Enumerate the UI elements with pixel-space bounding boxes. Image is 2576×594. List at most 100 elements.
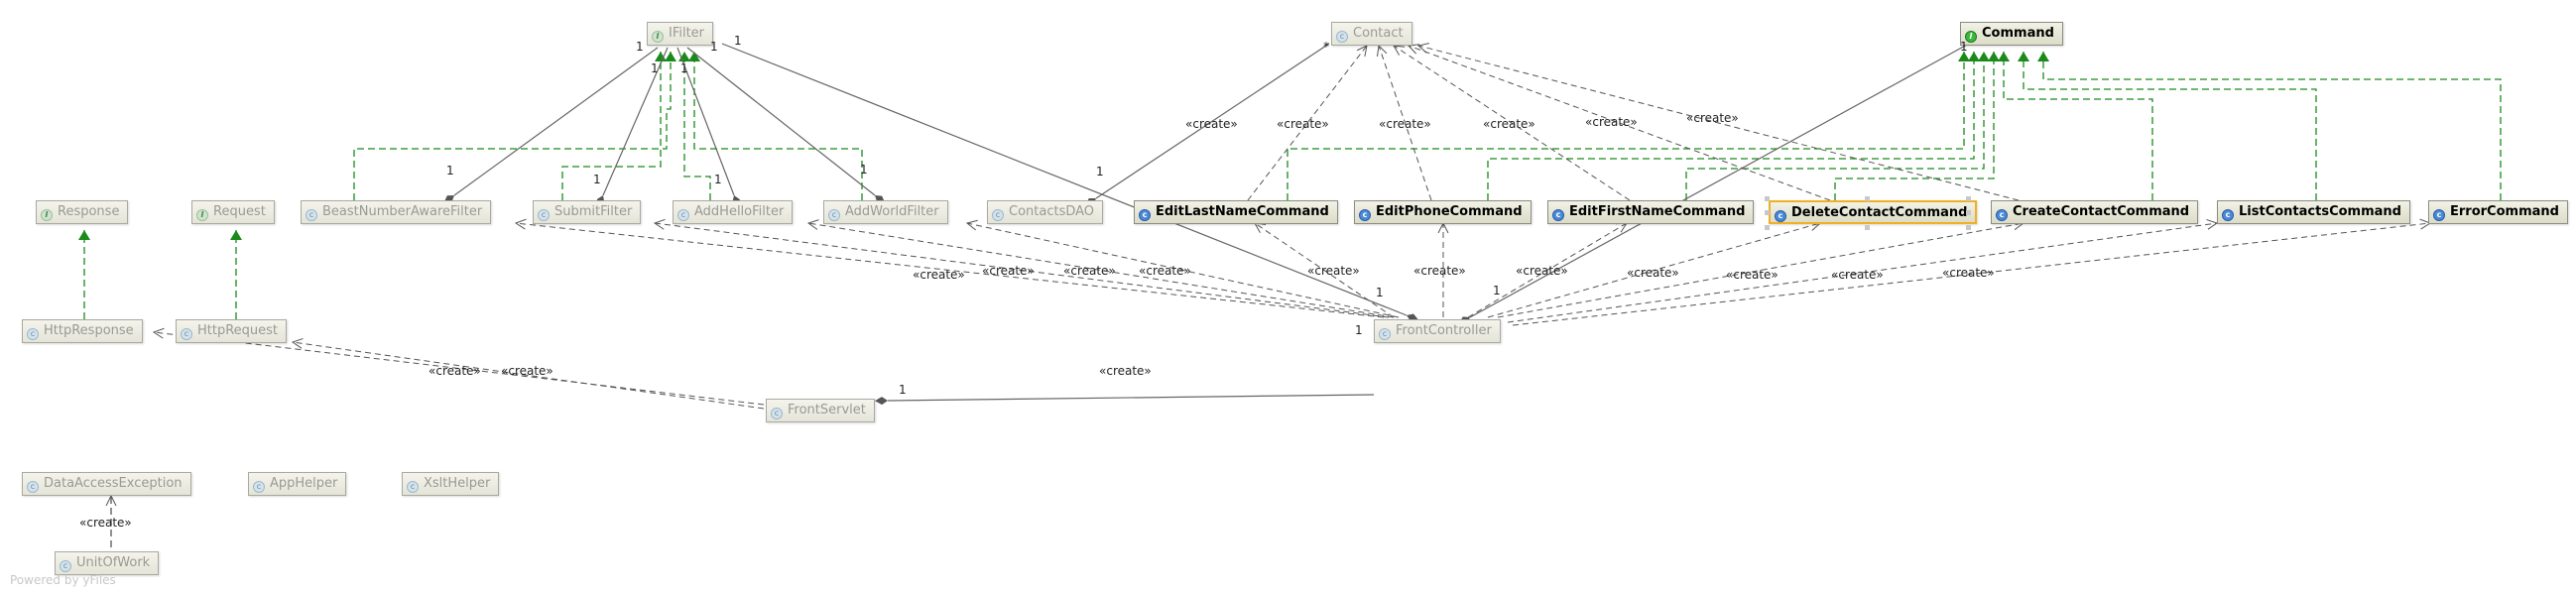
selection-handle[interactable] <box>1865 196 1870 201</box>
class-icon: c <box>677 209 689 221</box>
edge-label-create: «create» <box>1413 264 1466 278</box>
selection-handle[interactable] <box>1966 196 1971 201</box>
class-icon: c <box>538 209 550 221</box>
class-icon: c <box>2222 209 2234 221</box>
edge-label-create: «create» <box>1942 266 1995 280</box>
edge-label-create: «create» <box>1585 115 1638 129</box>
edge-label-create: «create» <box>982 264 1035 278</box>
multiplicity-label: 1 <box>1960 40 1968 54</box>
selection-handle[interactable] <box>1765 196 1770 201</box>
edge-label-create: «create» <box>501 364 553 378</box>
selection-handle[interactable] <box>1966 225 1971 230</box>
filter-inheritance-edges <box>78 52 863 547</box>
edge-label-create: «create» <box>1686 111 1739 125</box>
class-icon: c <box>27 328 39 340</box>
edge-label-create: «create» <box>1185 117 1238 131</box>
class-icon: c <box>1775 210 1786 222</box>
edge-label-create: «create» <box>1379 117 1431 131</box>
class-icon: c <box>828 209 840 221</box>
class-icon: c <box>1996 209 2008 221</box>
multiplicity-label: 1 <box>710 40 718 54</box>
class-icon: c <box>306 209 317 221</box>
class-icon: c <box>253 481 265 493</box>
edge-label-create: «create» <box>79 516 132 530</box>
edge-label-create: «create» <box>1726 268 1779 282</box>
multiplicity-label: 1 <box>651 61 659 75</box>
multiplicity-label: 1 <box>714 173 722 186</box>
edge-label-create: «create» <box>1483 117 1535 131</box>
selection-handle[interactable] <box>1765 210 1770 215</box>
multiplicity-label: 1 <box>734 34 742 48</box>
edge-label-create: «create» <box>913 268 965 282</box>
multiplicity-label: * <box>1323 40 1329 54</box>
class-icon: c <box>992 209 1004 221</box>
multiplicity-label: 1 <box>636 40 644 54</box>
class-icon: c <box>1359 209 1371 221</box>
frontcontroller-dependency-edges <box>154 223 2430 410</box>
class-icon: c <box>2433 209 2445 221</box>
class-icon: c <box>60 560 71 572</box>
class-icon: c <box>181 328 192 340</box>
selection-handle[interactable] <box>1966 210 1971 215</box>
edge-label-create: «create» <box>1277 117 1329 131</box>
edge-label-create: «create» <box>1063 264 1116 278</box>
model-association-edges <box>875 43 1970 406</box>
edge-label-create: «create» <box>1627 266 1679 280</box>
edge-label-create: «create» <box>1307 264 1360 278</box>
edge-label-create: «create» <box>1516 264 1568 278</box>
multiplicity-label: 1 <box>680 61 688 75</box>
edge-label-create: «create» <box>1831 268 1884 282</box>
command-inheritance-edges <box>1287 52 2502 200</box>
multiplicity-label: 1 <box>899 383 907 397</box>
class-icon: c <box>771 408 783 419</box>
edge-label-create: «create» <box>1139 264 1191 278</box>
powered-by-footer: Powered by yFiles <box>10 573 116 587</box>
multiplicity-label: 1 <box>1355 323 1363 337</box>
multiplicity-label: 1 <box>446 164 454 178</box>
interface-icon: I <box>196 209 208 221</box>
class-icon: c <box>1139 209 1151 221</box>
selection-handle[interactable] <box>1865 225 1870 230</box>
edge-label-create: «create» <box>1099 364 1152 378</box>
multiplicity-label: 1 <box>1096 165 1104 178</box>
class-icon: c <box>1336 31 1348 43</box>
edge-label-create: «create» <box>429 364 481 378</box>
interface-icon: I <box>1965 31 1977 43</box>
multiplicity-label: 1 <box>1493 284 1501 297</box>
command-contact-dependency-edges <box>1247 46 2020 201</box>
class-icon: c <box>1379 328 1391 340</box>
multiplicity-label: 1 <box>1376 286 1384 299</box>
interface-icon: I <box>41 209 53 221</box>
class-icon: c <box>27 481 39 493</box>
filter-association-edges <box>443 43 1419 321</box>
selection-handle[interactable] <box>1765 225 1770 230</box>
class-icon: c <box>1552 209 1564 221</box>
